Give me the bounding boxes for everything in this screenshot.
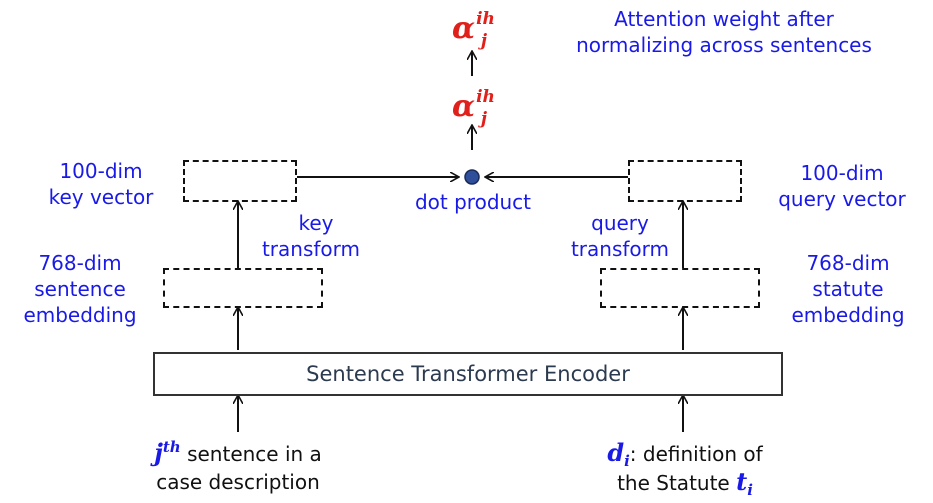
statute-embedding-line1: 768-dim <box>806 251 890 275</box>
query-vector-label: 100-dim query vector <box>754 160 930 212</box>
alpha-sub: j <box>480 109 488 129</box>
statute-embedding-label: 768-dim statute embedding <box>768 250 928 328</box>
query-transform-line2: transform <box>570 237 670 261</box>
right-input-line2-text: the Statute <box>617 471 737 495</box>
sentence-embedding-label: 768-dim sentence embedding <box>8 250 152 328</box>
left-input-line1-rest: sentence in a <box>180 442 322 466</box>
left-input-line1: jth sentence in a <box>98 438 378 469</box>
normalized-attention-line1: Attention weight after <box>614 7 834 31</box>
statute-embedding-box <box>600 268 760 308</box>
statute-embedding-line2: statute <box>812 277 884 301</box>
alpha-normalized: αihj <box>452 9 495 51</box>
key-transform-line2: transform <box>261 237 361 261</box>
right-input-math-sub: i <box>624 452 630 470</box>
key-transform-label: key transform <box>246 210 376 262</box>
normalized-attention-label: Attention weight after normalizing acros… <box>524 6 924 58</box>
alpha-symbol: α <box>452 11 476 46</box>
dot-product-node <box>464 169 480 185</box>
query-transform-label: query transform <box>560 210 680 262</box>
key-transform-line1: key <box>298 211 334 235</box>
right-input-line1: di: definition of <box>540 438 830 471</box>
query-vector-box <box>628 160 742 202</box>
left-input-label: jth sentence in a case description <box>98 438 378 495</box>
right-input-math: d <box>607 438 625 467</box>
sentence-embedding-box <box>163 268 323 308</box>
left-input-line2: case description <box>156 470 320 494</box>
alpha-raw: αihj <box>452 87 495 129</box>
dot-product-label: dot product <box>414 190 532 214</box>
key-vector-line2: key vector <box>48 185 154 209</box>
normalized-attention-line2: normalizing across sentences <box>576 33 872 57</box>
query-transform-line1: query <box>591 211 649 235</box>
alpha-sub: j <box>480 31 488 51</box>
statute-embedding-line3: embedding <box>791 303 905 327</box>
alpha-sup: ih <box>476 9 495 29</box>
sentence-embedding-line2: sentence <box>34 277 126 301</box>
key-vector-line1: 100-dim <box>59 159 143 183</box>
right-input-line2: the Statute ti <box>540 467 830 500</box>
right-input-line1-rest: : definition of <box>629 442 763 466</box>
left-input-math: j <box>154 438 163 467</box>
right-input-label: di: definition of the Statute ti <box>540 438 830 500</box>
key-vector-box <box>183 160 297 202</box>
key-vector-label: 100-dim key vector <box>26 158 176 210</box>
sentence-transformer-encoder: Sentence Transformer Encoder <box>153 352 783 396</box>
sentence-embedding-line3: embedding <box>23 303 137 327</box>
alpha-sup: ih <box>476 87 495 107</box>
query-vector-line2: query vector <box>778 187 906 211</box>
sentence-embedding-line1: 768-dim <box>38 251 122 275</box>
query-vector-line1: 100-dim <box>800 161 884 185</box>
left-input-math-sup: th <box>162 438 181 456</box>
right-input-math2-sub: i <box>747 481 753 499</box>
right-input-math2: t <box>736 467 748 496</box>
alpha-symbol: α <box>452 89 476 124</box>
